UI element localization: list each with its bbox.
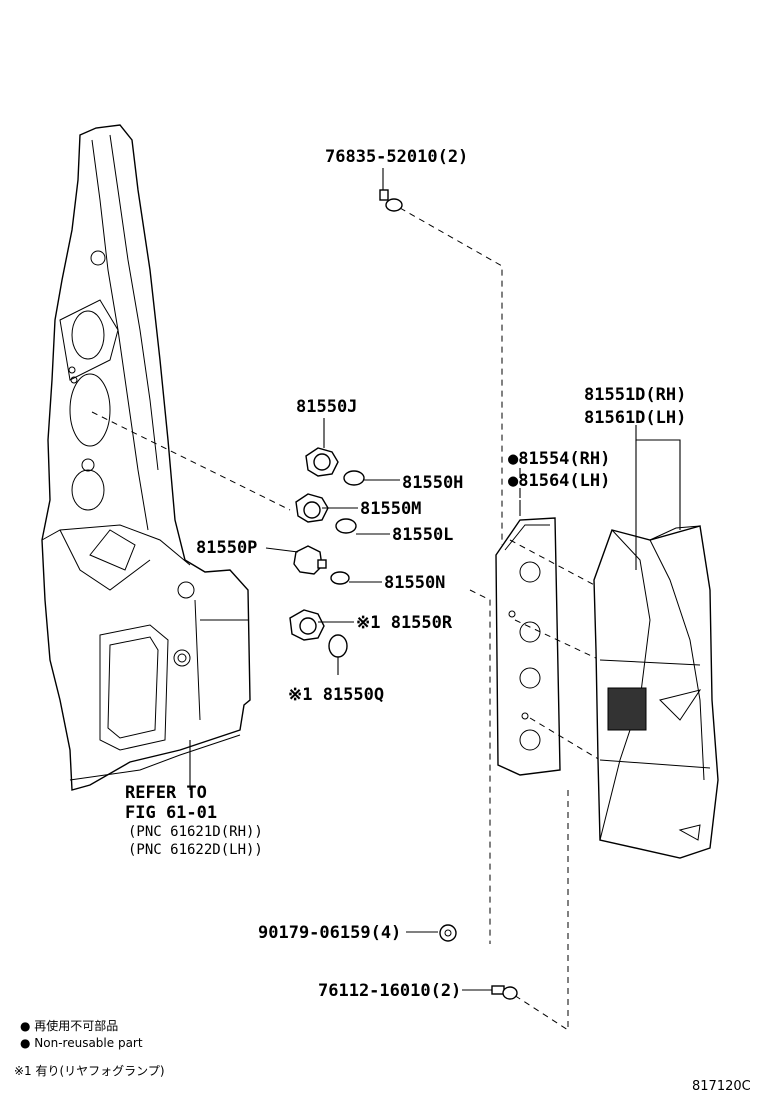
label-refer-4: (PNC 61622D(LH)): [128, 842, 263, 858]
label-refer-2: FIG 61-01: [125, 803, 217, 823]
label-bolt-top: 76835-52010(2): [325, 147, 468, 167]
label-socket-m: 81550M: [360, 499, 421, 519]
label-refer-3: (PNC 61621D(RH)): [128, 824, 263, 840]
label-refer-1: REFER TO: [125, 783, 207, 803]
label-lamp-lh: 81561D(LH): [584, 408, 686, 428]
bolt-top-dashline: [399, 207, 503, 545]
bulb-81550l: [335, 518, 357, 534]
gasket-drawing: [495, 517, 561, 776]
socket-81550r: [289, 609, 325, 641]
gasket-dashline-3: [529, 717, 601, 761]
screw-dashline: [513, 790, 569, 1031]
rear-lamp-drawing: [593, 525, 719, 859]
label-screw: 76112-16010(2): [318, 981, 461, 1001]
label-lamp-rh: 81551D(RH): [584, 385, 686, 405]
socket-p-leader: [265, 547, 299, 553]
body-panel-drawing: [41, 124, 251, 791]
label-bulb-l: 81550L: [392, 525, 453, 545]
bulb-81550n: [330, 571, 350, 585]
gasket-dashline-4: [509, 539, 601, 589]
label-bulb-h: 81550H: [402, 473, 463, 493]
socket-81550j: [305, 447, 339, 477]
bulb-81550q: [328, 634, 348, 658]
label-bulb-q: ※1 81550Q: [288, 685, 384, 705]
label-bulb-n: 81550N: [384, 573, 445, 593]
legend-note: ※1 有り(リヤフォグランプ): [14, 1064, 165, 1078]
panel-to-bulb-dashline: [91, 411, 291, 511]
socket-81550p: [293, 545, 327, 575]
gasket-dashline-2: [514, 619, 601, 661]
screw-76112: [491, 985, 518, 1000]
legend-jp: ● 再使用不可部品: [20, 1018, 118, 1033]
label-socket-j: 81550J: [296, 397, 357, 417]
nut-90179: [439, 924, 457, 942]
label-gasket-rh: ●81554(RH): [508, 449, 610, 469]
lamp-leader: [635, 425, 681, 530]
gasket-dashline-1: [469, 589, 491, 944]
figure-code: 817120C: [692, 1079, 751, 1094]
label-nut: 90179-06159(4): [258, 923, 401, 943]
socket-81550m: [295, 493, 329, 523]
legend-en: ● Non-reusable part: [20, 1036, 143, 1050]
lamp-reflector: [607, 687, 647, 731]
label-socket-p: 81550P: [196, 538, 257, 558]
bolt-76835: [379, 189, 403, 212]
bulb-81550h: [343, 470, 365, 486]
label-socket-r: ※1 81550R: [356, 613, 453, 633]
label-gasket-lh: ●81564(LH): [508, 471, 610, 491]
